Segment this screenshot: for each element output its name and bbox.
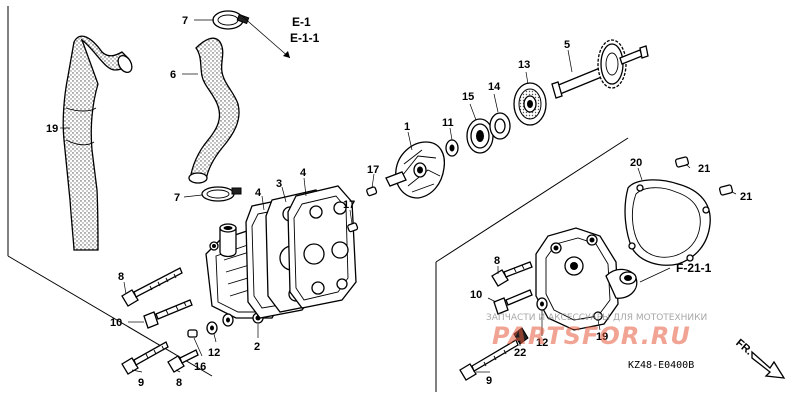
bolt-9-left (121, 341, 169, 375)
callout-14-seal: 14 (488, 81, 501, 93)
bolt-9-right (459, 339, 519, 381)
seal-14 (489, 112, 511, 140)
callout-11-washer: 11 (442, 117, 454, 129)
hose-6 (188, 37, 240, 184)
callout-9-bolt-right: 9 (486, 375, 492, 387)
callout-1-impeller: 1 (404, 121, 410, 133)
callout-19-housing: 19 (596, 331, 608, 343)
washer-11 (445, 139, 459, 157)
callout-8-bolt-right: 8 (494, 255, 500, 267)
callout-12-washer-right: 12 (536, 337, 548, 349)
callout-21-pin-lower: 21 (740, 191, 752, 203)
diagram-code: KZ48-E0400B (628, 360, 694, 371)
impeller-1 (385, 141, 446, 199)
callout-15-seal: 15 (462, 91, 474, 103)
callout-8-bolt-lower-left: 8 (176, 377, 182, 389)
dowel-pin-16 (187, 329, 198, 338)
gasket-20 (624, 179, 711, 266)
bolt-10-left (143, 299, 193, 329)
pump-housing-right (535, 227, 638, 331)
e1-reference-arrow (241, 15, 291, 59)
e1-arrow-head (283, 51, 290, 58)
watermark-tagline: ЗАПЧАСТИ И АКСЕССУАРЫ ДЛЯ МОТОТЕХНИКИ (486, 313, 707, 323)
bolt-8-right (491, 261, 533, 287)
callout-21-pin-upper: 21 (698, 163, 710, 175)
bearing-13 (513, 82, 547, 126)
seal-15 (466, 118, 494, 154)
dowel-pin-21-a (674, 156, 690, 168)
callout-5-shaft: 5 (564, 39, 570, 51)
callout-3-pump-body: 3 (276, 178, 282, 190)
callout-8-bolt-upper-left: 8 (118, 271, 124, 283)
callout-4-gasket-left: 4 (255, 187, 262, 199)
callout-4-gasket-right: 4 (300, 167, 307, 179)
callout-16-pin: 16 (194, 361, 206, 373)
callout-12-washer-left: 12 (208, 347, 220, 359)
hose-clamp-7-bottom (201, 186, 242, 202)
pump-shaft-gear-5 (551, 39, 649, 99)
dowel-pin-21-b (718, 184, 734, 196)
bolt-10-right (493, 289, 533, 315)
callout-19-hose: 19 (46, 123, 58, 135)
callout-10-bolt-right: 10 (470, 289, 482, 301)
callout-13-bearing: 13 (518, 59, 530, 71)
reference-e1: E-1 (292, 15, 311, 29)
bolt-8-upper-left (121, 267, 183, 307)
hose-19 (62, 35, 133, 251)
dowel-pin-17-b (347, 222, 359, 233)
washer-12-left (206, 313, 234, 335)
watermark-logo: PARTSFOR.RU (492, 322, 691, 350)
leader-lines (60, 19, 737, 373)
right-group-border (435, 137, 629, 392)
callout-7-clamp-top: 7 (182, 15, 188, 27)
reference-e1-1: E-1-1 (290, 31, 320, 45)
washer-12-right (536, 297, 548, 311)
callout-2-cover: 2 (254, 341, 260, 353)
dowel-pin-17-a (366, 186, 378, 197)
callout-9-bolt-left: 9 (138, 377, 144, 389)
reference-f21-1: F-21-1 (676, 261, 712, 275)
washer-22 (513, 327, 529, 345)
front-direction-arrow: FR. (733, 337, 786, 379)
callout-22-washer: 22 (514, 347, 526, 359)
callout-17-pin-upper: 17 (367, 164, 379, 176)
gasket-4-right (287, 185, 357, 309)
hose-clamp-7-top (212, 10, 250, 30)
callout-10-bolt-left: 10 (110, 317, 122, 329)
callout-7-clamp-bottom: 7 (174, 192, 180, 204)
callout-17-pin-lower: 17 (343, 199, 355, 211)
callout-6-hose: 6 (170, 69, 176, 81)
bolt-8-lower-left (167, 349, 199, 373)
callout-20-gasket: 20 (630, 157, 642, 169)
